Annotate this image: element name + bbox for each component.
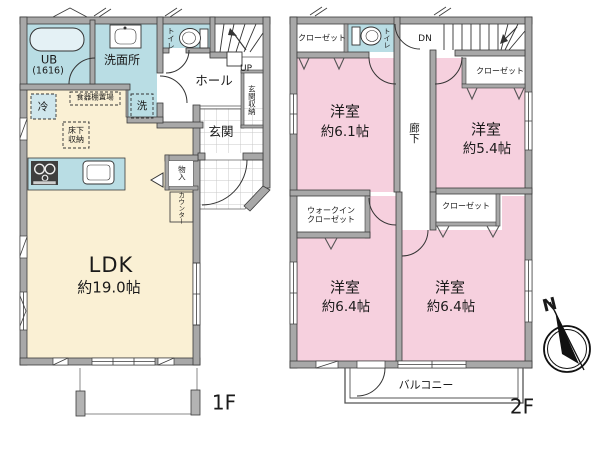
bedroom-b-area: [436, 88, 525, 188]
floor2-walls: [289, 16, 533, 369]
bedroom-c-label: 洋室: [329, 278, 361, 297]
toilet1-door-arc: [165, 49, 190, 74]
porch-tile: [200, 160, 263, 209]
bedroom-a-size-label: 約6.1帖: [320, 124, 370, 141]
toilet2-door-arc: [394, 23, 421, 50]
deck-post: [190, 389, 201, 416]
floor1-plan: [19, 7, 271, 417]
floor1-windows: [19, 7, 201, 366]
balcony-outline: [344, 368, 524, 404]
bedroom-c-door-arc: [368, 197, 397, 226]
stairs-up-label: UP: [239, 63, 253, 74]
washer-label: 洗: [136, 99, 148, 112]
fridge-label: 冷: [37, 100, 49, 113]
bedroom-b-label: 洋室: [470, 120, 502, 139]
bedroom-a-label: 洋室: [329, 102, 361, 121]
toilet1-tank: [199, 28, 209, 49]
bedroom-a-door-arc: [368, 56, 397, 85]
bedroom-d-door-arc: [401, 229, 429, 257]
walkin-closet-label: ウォークイン クローゼット: [307, 205, 355, 224]
underfloor-storage-box: [62, 121, 90, 149]
deck-terrace: [75, 368, 201, 417]
bedroom-c-size-label: 約6.4帖: [321, 299, 371, 316]
storage-arrow: [150, 172, 164, 188]
bedroom-b-size-label: 約5.4帖: [462, 141, 512, 158]
bathroom-door-arc: [68, 57, 96, 85]
dish-shelf-space: [69, 91, 121, 106]
underfloor-storage-label: 床下 収納: [68, 125, 84, 144]
gable-vent: [52, 7, 88, 18]
closet-bottom-label: クローゼット: [442, 201, 490, 211]
floor2-plan: [289, 6, 533, 404]
closet-door-marks: [298, 57, 525, 251]
hall-label: ホール: [195, 72, 233, 88]
washer-space: [130, 93, 154, 119]
counter-label: カウンター: [176, 192, 185, 225]
bedroom-c-area: [297, 238, 396, 361]
bathtub: [29, 27, 85, 52]
bedroom-d-label: 洋室: [434, 278, 466, 297]
ldk-area: [27, 90, 193, 358]
compass: [543, 301, 591, 373]
dish-shelf-label: 食器棚置場: [76, 92, 114, 102]
floor2-windows: [289, 6, 533, 397]
floor2-label: 2F: [509, 394, 535, 419]
closet-right-label: クローゼット: [476, 66, 524, 76]
ub-size-label: (1616): [32, 65, 64, 77]
ldk-size-label: 約19.0帖: [77, 278, 141, 297]
staircase-1f: [219, 23, 264, 67]
corridor-label: 廊下: [408, 122, 421, 144]
entrance-step-line: [200, 105, 241, 110]
balcony-door-arc: [356, 367, 386, 397]
bedroom-a-area: [297, 58, 394, 192]
toilet1-label: トイレ: [166, 26, 176, 50]
staircase-2f: [443, 23, 526, 51]
bedroom-d-area: [402, 230, 525, 361]
storage-label: 物入: [177, 165, 187, 181]
vanity-sink: [109, 24, 142, 49]
toilet2-label: トイレ: [383, 27, 392, 49]
entrance-storage-label: 玄関収納: [247, 85, 257, 115]
floor1-label: 1F: [211, 390, 237, 415]
ub-label: UB: [40, 52, 58, 67]
stairs-down-arrow: [500, 34, 508, 44]
stairs-up-arrow: [228, 28, 237, 36]
washer-nook-area: [127, 90, 157, 117]
washroom-door-arc: [159, 75, 188, 104]
balcony-label: バルコニー: [398, 378, 454, 392]
storage-closet: [169, 161, 193, 186]
toilet2-bowl: [360, 26, 382, 46]
bedroom-b-door-arc: [434, 56, 463, 85]
entrance-door-arc: [201, 159, 248, 206]
floor2-fixtures: [351, 26, 382, 46]
floor1-fixtures: [29, 24, 209, 185]
stairs-down-label: DN: [418, 33, 432, 44]
closet-top-left-label: クローゼット: [298, 33, 346, 43]
compass-needle: [555, 310, 579, 364]
counter-nook: [169, 191, 194, 223]
entrance-label: 玄関: [208, 123, 234, 139]
bedroom-d-size-label: 約6.4帖: [426, 299, 476, 316]
ldk-label: LDK: [88, 252, 134, 277]
washroom-label: 洗面所: [103, 53, 141, 68]
entrance-tile: [200, 108, 263, 153]
deck-post: [75, 390, 86, 417]
kitchen-sink: [82, 160, 115, 185]
toilet2-tank: [351, 26, 361, 46]
fridge-space: [30, 93, 57, 120]
floor1-walls: [19, 16, 271, 366]
